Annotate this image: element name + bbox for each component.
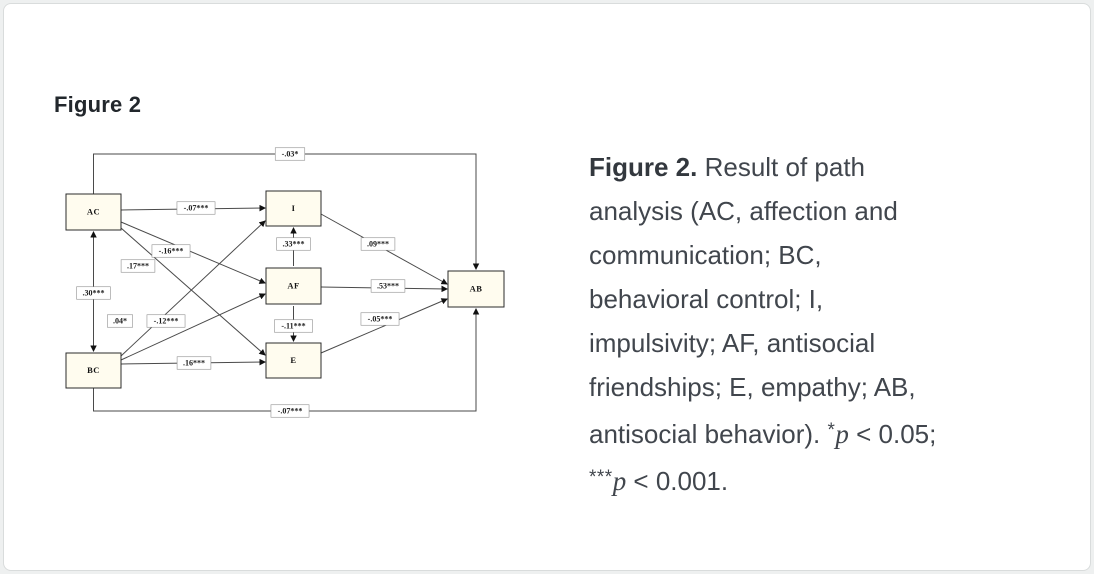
coefficient-value: -.16*** — [159, 247, 184, 256]
caption-segment-regular: communication; BC, — [589, 240, 822, 270]
coefficient-box — [276, 237, 311, 251]
coefficient-AC-AF: -.16*** — [151, 244, 191, 258]
figure-card: Figure 2 AC BC I AF E AB .30*** -.07*** -.16***… — [3, 3, 1091, 571]
node-label-I: I — [292, 203, 296, 213]
node-E: E — [265, 342, 322, 379]
figure-title: Figure 2 — [54, 92, 142, 117]
caption-segment-regular: analysis (AC, affection and — [589, 196, 898, 226]
caption-segment-regular: < 0.05; — [848, 419, 937, 449]
coefficient-AC-E: .17*** — [120, 259, 156, 273]
coefficient-value: -.11*** — [281, 322, 305, 331]
figure-caption: Figure 2. Result of path analysis (AC, af… — [589, 145, 1074, 503]
node-label-AC: AC — [87, 206, 100, 216]
node-label-AB: AB — [470, 283, 483, 293]
edge-AC-E — [120, 227, 266, 356]
caption-segment-regular: friendships; E, empathy; AB, — [589, 372, 916, 402]
coefficient-value: .16*** — [183, 359, 205, 368]
node-box-I — [265, 190, 322, 227]
coefficient-AF-E: -.11*** — [274, 319, 313, 333]
edge-BC-AF — [120, 293, 266, 361]
caption-segment-regular: antisocial behavior). — [589, 419, 828, 449]
node-label-BC: BC — [87, 365, 100, 375]
coefficient-I-AB: .09*** — [360, 237, 396, 251]
coefficient-box — [176, 201, 216, 215]
node-BC: BC — [65, 352, 122, 389]
coefficient-BC-AB: -.07*** — [270, 404, 310, 418]
caption-segment-regular: behavioral control; I, — [589, 284, 824, 314]
coefficient-box — [176, 356, 212, 370]
edge-E-AB — [320, 298, 448, 354]
caption-line: impulsivity; AF, antisocial — [589, 321, 1074, 365]
coefficient-box — [274, 319, 313, 333]
coefficient-box — [151, 244, 191, 258]
coefficient-value: .04* — [113, 317, 127, 326]
node-label-E: E — [290, 355, 296, 365]
caption-line: analysis (AC, affection and — [589, 189, 1074, 233]
coefficient-AC-I: -.07*** — [176, 201, 216, 215]
edge-AC-AF — [120, 221, 266, 284]
caption-segment-bold: Figure 2. — [589, 152, 698, 182]
nodes-layer: AC BC I AF E AB — [65, 190, 505, 389]
caption-segment-italic: p — [612, 466, 627, 496]
node-AB: AB — [447, 270, 505, 308]
coefficient-box — [120, 259, 156, 273]
coefficient-value: -.07*** — [184, 204, 209, 213]
node-AC: AC — [65, 193, 122, 231]
coefficient-value: .53*** — [377, 282, 399, 291]
caption-line: friendships; E, empathy; AB, — [589, 365, 1074, 409]
coefficient-box — [370, 279, 406, 293]
coefficient-box — [270, 404, 310, 418]
caption-segment-regular: < 0.001. — [626, 466, 729, 496]
node-AF: AF — [265, 267, 322, 305]
node-box-AF — [265, 267, 322, 305]
coefficient-BC-AF: .04* — [107, 314, 133, 328]
coefficient-box — [360, 237, 396, 251]
coefficient-E-AB: -.05*** — [360, 312, 400, 326]
caption-segment-stars: * — [827, 420, 836, 441]
caption-segment-italic: p — [835, 419, 849, 449]
edge-BC-I — [120, 220, 266, 357]
coefficient-value: .33*** — [283, 240, 305, 249]
coefficient-value: -.03* — [282, 150, 299, 159]
node-label-AF: AF — [287, 280, 299, 290]
caption-line: antisocial behavior). *p < 0.05; — [589, 409, 1074, 456]
coefficient-box — [107, 314, 133, 328]
caption-segment-regular: impulsivity; AF, antisocial — [589, 328, 876, 358]
coefficient-labels-layer: .30*** -.07*** -.16*** .17*** -.12*** .04* .16… — [76, 147, 406, 418]
coefficient-box — [274, 147, 306, 161]
coefficient-box — [76, 286, 111, 300]
coefficient-value: .17*** — [127, 262, 149, 271]
coefficient-AC-AB: -.03* — [274, 147, 306, 161]
path-diagram-svg: AC BC I AF E AB .30*** -.07*** -.16*** .17*** -.1… — [65, 147, 505, 418]
node-box-AB — [447, 270, 505, 308]
caption-segment-stars: *** — [589, 467, 613, 488]
coefficient-box — [146, 314, 186, 328]
coefficient-AC-BC: .30*** — [76, 286, 111, 300]
coefficient-AF-I: .33*** — [276, 237, 311, 251]
coefficient-value: -.05*** — [368, 315, 393, 324]
caption-line: communication; BC, — [589, 233, 1074, 277]
caption-line: Figure 2. Result of path — [589, 145, 1074, 189]
coefficient-box — [360, 312, 400, 326]
coefficient-value: .09*** — [367, 240, 389, 249]
caption-line: ***p < 0.001. — [589, 456, 1074, 503]
coefficient-BC-E: .16*** — [176, 356, 212, 370]
node-box-E — [265, 342, 322, 379]
node-box-AC — [65, 193, 122, 231]
node-box-BC — [65, 352, 122, 389]
coefficient-value: -.12*** — [154, 317, 179, 326]
path-diagram: AC BC I AF E AB .30*** -.07*** -.16*** .17*** -.1… — [64, 142, 534, 432]
coefficient-value: .30*** — [83, 289, 105, 298]
caption-line: behavioral control; I, — [589, 277, 1074, 321]
coefficient-AF-AB: .53*** — [370, 279, 406, 293]
caption-segment-regular: Result of path — [697, 152, 866, 182]
node-I: I — [265, 190, 322, 227]
coefficient-value: -.07*** — [278, 407, 303, 416]
coefficient-BC-I: -.12*** — [146, 314, 186, 328]
